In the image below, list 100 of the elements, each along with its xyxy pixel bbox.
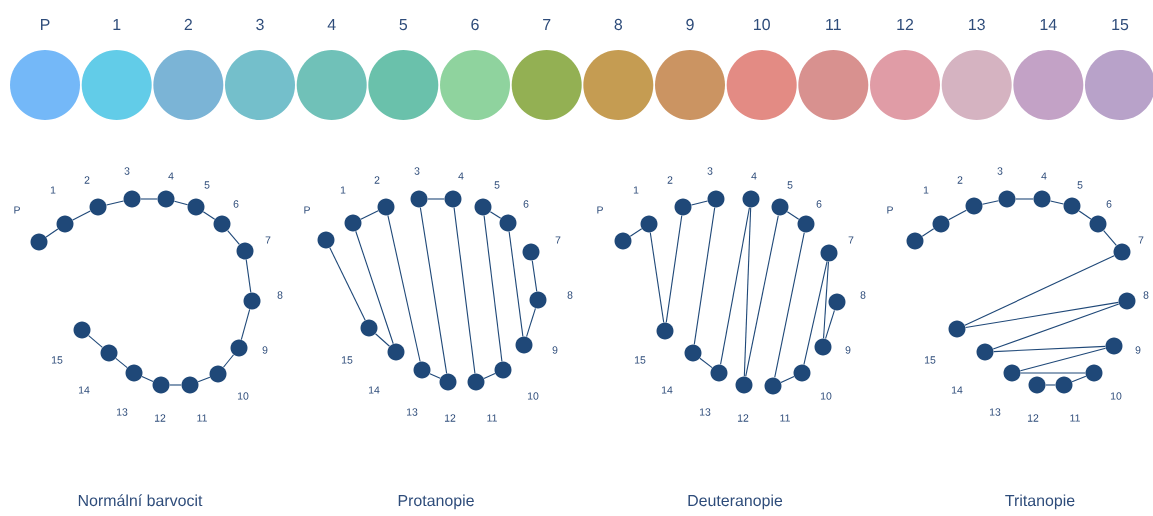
dot-label: 1 [633,186,639,194]
dot-label: 11 [197,414,207,422]
connector-line [743,207,752,377]
dot-label: 14 [369,386,380,394]
connector-line [483,215,503,362]
dot-label: 9 [552,346,558,354]
dot-label: 13 [700,408,711,416]
dot-label: 13 [117,408,128,416]
dot-label: 14 [952,386,963,394]
connector-line [992,303,1120,350]
connector-line [965,301,1119,329]
dot-label: 1 [923,186,929,194]
connector-line [173,200,189,206]
connector-line [329,247,366,321]
dot-label: 9 [1135,346,1141,354]
dot-label: 2 [374,176,380,184]
dot-label: 15 [635,356,646,364]
swatch-label: 8 [614,18,623,31]
dot-label: 10 [1111,392,1122,400]
swatch-label: 3 [256,18,264,31]
connector-line [1019,347,1107,372]
connector-line [508,231,524,337]
dot-label: 3 [414,167,420,175]
dot-label: 2 [84,176,90,184]
dot-label: 12 [1028,414,1039,422]
connector-line [823,261,829,339]
dot-label: P [887,206,893,214]
dot-label: 8 [860,291,866,299]
dot-label: 11 [487,414,497,422]
panel-caption: Deuteranopie [688,494,783,510]
connector-line [453,207,476,374]
swatch-label: 6 [471,18,479,31]
panel-caption: Tritanopie [1005,494,1075,510]
connector-line [1103,230,1117,246]
dot-label: 3 [707,167,713,175]
swatch-label: 14 [1040,19,1057,30]
dot-label: 5 [1077,181,1083,189]
connector-line [774,231,805,379]
swatch-label: 5 [399,19,408,31]
panel-caption: Protanopie [398,494,474,510]
dot-label: 5 [204,181,210,189]
connector-line [105,200,125,206]
connector-line [629,228,643,237]
dot-label: 2 [957,176,963,184]
connector-line [245,259,252,293]
connector-line [88,335,103,348]
dot-label: 8 [567,291,573,299]
dot-label: 2 [667,176,673,184]
dot-label: 13 [990,408,1001,416]
dot-label: 4 [168,172,174,180]
connector-line [1020,372,1086,374]
dot-label: 11 [1070,414,1080,422]
dot-label: 8 [277,291,283,299]
connector-line [720,207,750,365]
connector-line [222,354,235,368]
connector-line [45,228,59,238]
connector-line [693,207,716,345]
connector-line [921,228,935,237]
swatch-label: 10 [754,18,770,31]
dot-label: 1 [50,186,56,194]
connector-line [141,375,154,382]
dot-label: 5 [787,181,793,189]
connector-line [240,308,251,341]
swatch-label: 4 [327,19,336,30]
swatch-label: 15 [1112,19,1129,31]
connector-line [355,230,394,345]
connector-line [786,211,800,220]
dot-label: 7 [265,236,271,244]
dot-label: 13 [407,408,418,416]
connector-line [649,232,665,323]
connector-line [526,307,536,338]
connector-line [825,309,835,340]
connector-line [964,255,1115,326]
connector-line [72,210,91,221]
dot-label: 3 [997,167,1003,175]
dot-label: 11 [780,414,790,422]
connector-line [699,357,713,369]
connector-line [374,333,391,347]
dot-label: 14 [79,386,90,394]
dot-label: 7 [848,236,854,244]
dot-label: 9 [262,346,268,354]
dot-label: 6 [1106,200,1112,208]
dot-label: 4 [1041,172,1047,180]
connector-line [1015,198,1034,200]
dot-label: 15 [342,356,353,364]
swatch-label: 9 [686,18,694,31]
connector-line [419,207,448,374]
connector-line [993,345,1106,353]
connector-line [745,214,779,377]
dot-label: 7 [1138,236,1144,244]
dot-label: 7 [555,236,561,244]
swatch-label: 1 [113,19,121,30]
dot-label: 14 [662,386,673,394]
connector-line [948,209,967,221]
swatch-label: 13 [969,18,985,31]
dot-label: 15 [925,356,936,364]
connector-line [489,211,502,219]
connector-line [427,198,445,200]
swatch-label: P [41,19,50,30]
dot-label: 12 [738,414,749,422]
